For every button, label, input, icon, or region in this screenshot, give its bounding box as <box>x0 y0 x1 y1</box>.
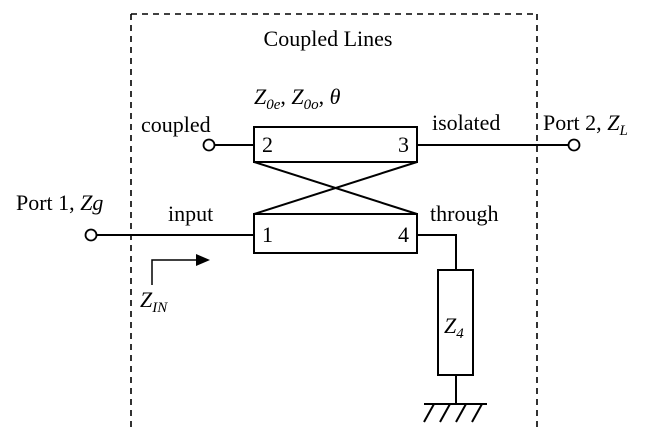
pin-1-number: 1 <box>262 222 273 247</box>
theta-symbol: θ <box>330 84 341 109</box>
params-separator-2: , <box>319 84 330 109</box>
port-2-text: Port 2, <box>543 110 607 135</box>
zin-arrowhead <box>196 254 210 266</box>
port-1-text: Port 1, <box>16 190 80 215</box>
port-2-z: Z <box>607 110 620 135</box>
pin-4-number: 4 <box>398 222 409 247</box>
z4-z: Z <box>444 313 457 338</box>
pin-3-number: 3 <box>398 132 409 157</box>
lower-coupled-line <box>253 213 418 254</box>
cross-line-right <box>253 161 418 215</box>
port-1-z: Zg <box>80 190 103 215</box>
port-2-terminal <box>567 138 581 152</box>
port-1-label: Port 1, Zg <box>16 190 103 215</box>
z0o-subscript: 0o <box>304 97 320 113</box>
zin-label: ZIN <box>140 287 168 316</box>
coupled-terminal <box>202 138 216 152</box>
port-2-label: Port 2, ZL <box>543 110 628 139</box>
z0o-symbol: Z <box>291 84 304 109</box>
pin-2-number: 2 <box>262 132 273 157</box>
through-label: through <box>430 201 498 226</box>
coupled-label: coupled <box>141 112 211 137</box>
z4-label: Z4 <box>444 313 464 342</box>
through-lead <box>417 234 457 270</box>
isolated-label: isolated <box>432 110 500 135</box>
params-separator-1: , <box>280 84 291 109</box>
input-label: input <box>168 201 213 226</box>
zin-arrow-shaft <box>151 259 198 285</box>
upper-coupled-line <box>253 126 418 163</box>
z0e-symbol: Z <box>254 84 267 109</box>
line-params: Z0e, Z0o, θ <box>254 84 341 113</box>
z0e-subscript: 0e <box>266 97 281 113</box>
zin-subscript: IN <box>151 300 168 316</box>
port-1-terminal <box>84 228 98 242</box>
port-2-z-subscript: L <box>618 123 627 139</box>
ground-icon <box>423 403 487 423</box>
title: Coupled Lines <box>264 26 393 51</box>
zin-z: Z <box>140 287 153 312</box>
z4-subscript: 4 <box>456 326 464 342</box>
